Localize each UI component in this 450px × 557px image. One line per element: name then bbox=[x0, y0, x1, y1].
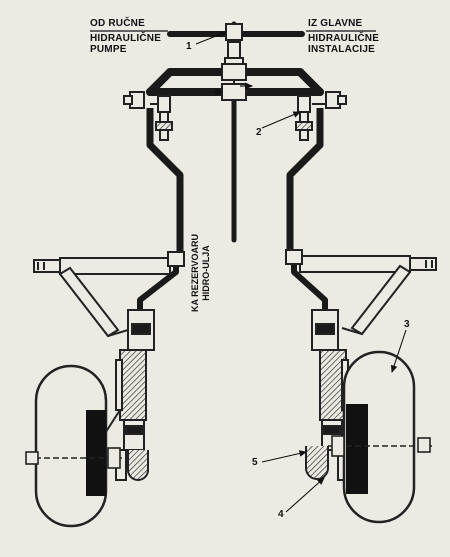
label-from-hand-pump-line3: PUMPE bbox=[90, 44, 127, 55]
left-wheel bbox=[25, 364, 124, 528]
callout-1: 1 bbox=[186, 41, 192, 52]
callout-3: 3 bbox=[404, 319, 410, 330]
leader-5 bbox=[261, 450, 308, 463]
left-retraction-actuator bbox=[33, 251, 185, 338]
callout-leaders bbox=[195, 31, 407, 513]
right-wheel-3 bbox=[328, 350, 432, 524]
label-from-main-system-line3: INSTALACIJE bbox=[308, 44, 376, 55]
selector-valve-1 bbox=[221, 23, 247, 101]
left-shock-strut bbox=[101, 309, 155, 481]
right-feed-pipe bbox=[286, 108, 324, 252]
callout-5: 5 bbox=[252, 457, 258, 468]
label-from-main-system-line2: HIDRAULIČNE bbox=[308, 33, 380, 44]
callout-2: 2 bbox=[256, 127, 262, 138]
damper-5 bbox=[305, 446, 329, 480]
flow-arrows bbox=[210, 82, 254, 96]
label-from-main-system-line1: IZ GLAVNE bbox=[308, 18, 363, 29]
leader-1 bbox=[195, 31, 228, 45]
leader-2 bbox=[261, 111, 302, 129]
leader-3 bbox=[390, 329, 407, 374]
label-to-reservoir: KA REZERVOARU HIDRO-ULJA bbox=[190, 228, 212, 318]
left-restrictor-valve bbox=[123, 91, 173, 141]
label-from-hand-pump-line1: OD RUČNE bbox=[90, 18, 145, 29]
right-restrictor-valve-2 bbox=[295, 91, 347, 141]
label-to-reservoir-line1: KA REZERVOARU bbox=[190, 234, 200, 313]
leader-4 bbox=[285, 477, 325, 513]
right-retraction-actuator bbox=[285, 249, 437, 336]
callout-4: 4 bbox=[278, 509, 284, 520]
left-feed-pipe bbox=[146, 108, 184, 252]
label-from-hand-pump-line2: HIDRAULIČNE bbox=[90, 33, 162, 44]
label-to-reservoir-line2: HIDRO-ULJA bbox=[201, 245, 211, 301]
